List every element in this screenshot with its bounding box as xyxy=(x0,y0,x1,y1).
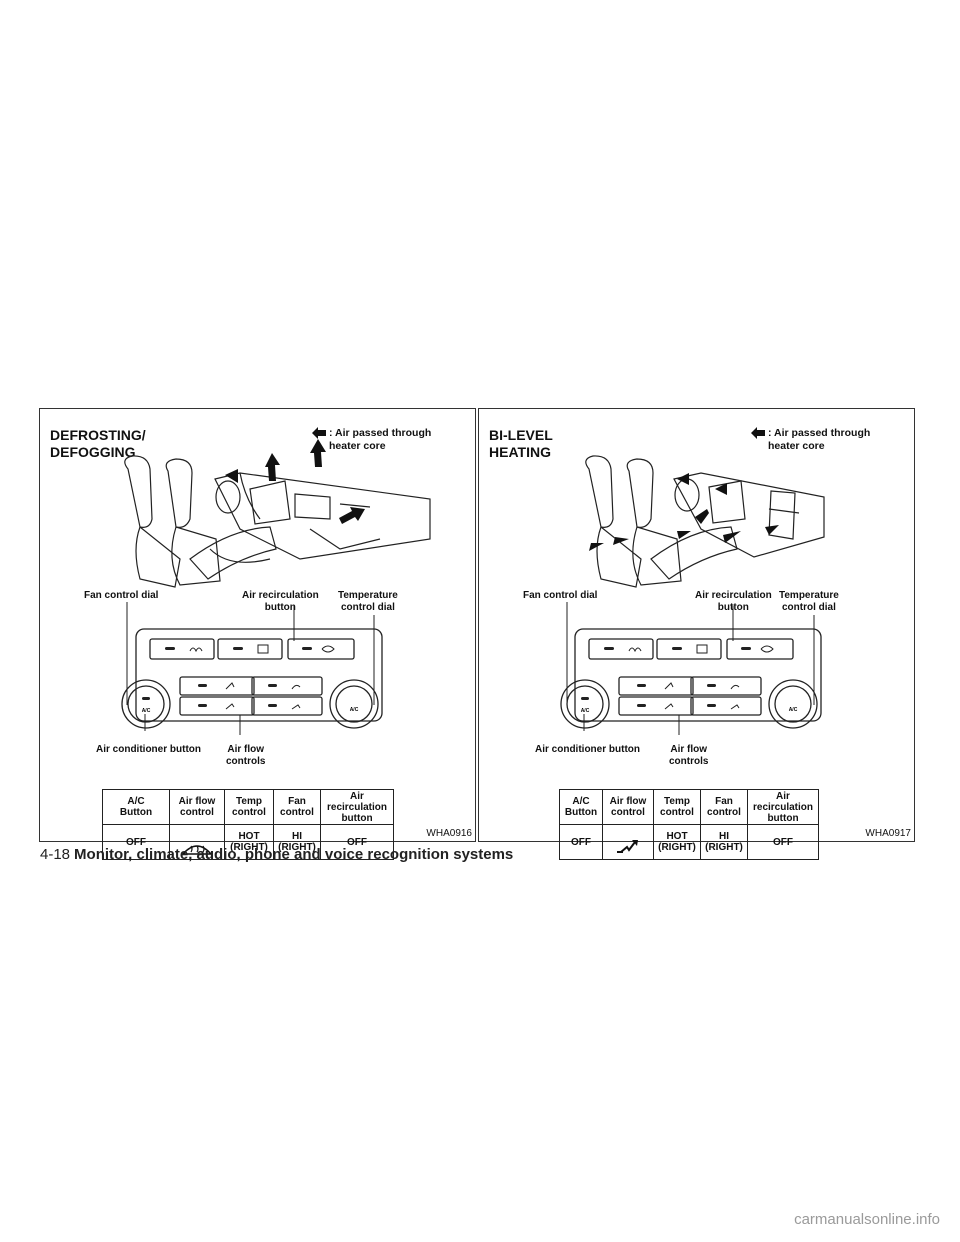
air-conditioner-button-label: Air conditioner button xyxy=(96,744,201,755)
col-fan: Fan control xyxy=(700,789,748,825)
temp-dial-text: A/C xyxy=(350,707,359,713)
col-ac: A/C Button xyxy=(102,789,170,825)
fan-value: HI (RIGHT) xyxy=(700,824,748,860)
air-flow-controls-label: Air flow controls xyxy=(669,744,709,767)
temp-dial-text: A/C xyxy=(789,707,798,713)
settings-table: A/C Button Air flow control Temp control… xyxy=(102,789,394,860)
figure-code: WHA0917 xyxy=(865,828,911,839)
recirc-value: OFF xyxy=(320,824,394,860)
col-recirc: Air recirculation button xyxy=(747,789,819,825)
air-recirculation-label: Air recirculation button xyxy=(242,590,319,613)
recirc-value: OFF xyxy=(747,824,819,860)
airflow-arrows xyxy=(225,439,365,524)
ac-value: OFF xyxy=(559,824,603,860)
figure-code: WHA0916 xyxy=(426,828,472,839)
legend: : Air passed through heater core xyxy=(751,427,870,453)
watermark: carmanualsonline.info xyxy=(794,1211,940,1228)
air-recirculation-label: Air recirculation button xyxy=(695,590,772,613)
col-temp: Temp control xyxy=(653,789,701,825)
settings-table: A/C Button Air flow control Temp control… xyxy=(559,789,819,860)
heater-air-arrow-icon xyxy=(312,427,326,439)
cabin-and-control-panel-illustration: A/C A/C xyxy=(560,455,825,735)
col-temp: Temp control xyxy=(224,789,274,825)
air-conditioner-button-label: Air conditioner button xyxy=(535,744,640,755)
defrosting-figure: DEFROSTING/ DEFOGGING : Air passed throu… xyxy=(39,408,476,860)
temperature-dial-label: Temperature control dial xyxy=(779,590,839,613)
legend-text: : Air passed through heater core xyxy=(329,427,432,452)
airflow-value xyxy=(602,824,654,860)
fan-control-dial-label: Fan control dial xyxy=(84,590,159,601)
page-number: 4-18 xyxy=(40,846,71,863)
col-recirc: Air recirculation button xyxy=(320,789,394,825)
col-airflow: Air flow control xyxy=(602,789,654,825)
col-ac: A/C Button xyxy=(559,789,603,825)
temperature-dial-label: Temperature control dial xyxy=(338,590,398,613)
fan-control-dial-label: Fan control dial xyxy=(523,590,598,601)
cabin-and-control-panel-illustration: A/C A/C xyxy=(121,439,431,735)
section-title: Monitor, climate, audio, phone and voice… xyxy=(74,846,514,863)
ac-dial-text: A/C xyxy=(142,708,151,714)
bi-level-icon xyxy=(617,840,638,853)
ac-dial-text: A/C xyxy=(581,708,590,714)
col-fan: Fan control xyxy=(273,789,321,825)
legend: : Air passed through heater core xyxy=(312,427,431,453)
legend-text: : Air passed through heater core xyxy=(768,427,871,452)
heater-air-arrow-icon xyxy=(751,427,765,439)
bi-level-heating-figure: BI-LEVEL HEATING : Air passed through he… xyxy=(478,408,915,860)
figure-title: DEFROSTING/ DEFOGGING xyxy=(50,427,146,460)
temp-value: HOT (RIGHT) xyxy=(224,824,274,860)
air-flow-controls-label: Air flow controls xyxy=(226,744,266,767)
temp-value: HOT (RIGHT) xyxy=(653,824,701,860)
airflow-arrows xyxy=(589,473,779,551)
defrost-icon xyxy=(181,845,213,855)
figure-title: BI-LEVEL HEATING xyxy=(489,427,553,460)
col-airflow: Air flow control xyxy=(169,789,225,825)
airflow-value xyxy=(169,824,225,860)
